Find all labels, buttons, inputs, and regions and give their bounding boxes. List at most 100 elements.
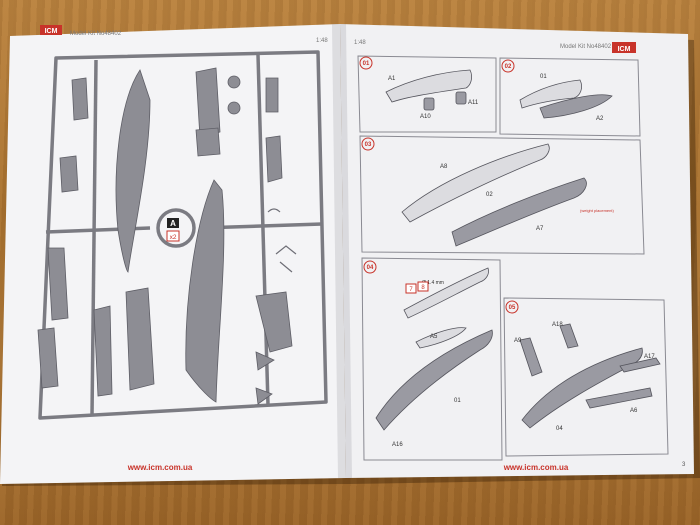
right-header: 1:48 Model Kit No48402 ICM xyxy=(354,40,636,53)
sprue-outer-frame xyxy=(38,50,328,420)
paint-code-box-7 xyxy=(405,283,417,294)
spine xyxy=(332,24,352,478)
left-header-scale: 1:48 xyxy=(316,38,328,44)
left-footer-url: www.icm.com.ua xyxy=(127,463,193,472)
left-logo: ICM xyxy=(45,28,58,35)
part-long-4 xyxy=(125,287,155,391)
step-01-label-a11: A11 xyxy=(468,100,479,106)
sprue-runner-2 xyxy=(256,54,270,406)
part-long-1 xyxy=(47,247,69,321)
step-05-part-a6 xyxy=(585,387,653,409)
step-05-number: 05 xyxy=(509,305,516,311)
sprue-letter: A xyxy=(170,219,176,228)
step-02-label-a2: A2 xyxy=(596,116,604,122)
paint-code-8: 8 xyxy=(421,285,425,291)
step-04-fuselage xyxy=(375,329,493,431)
step-04-circle xyxy=(363,260,377,274)
part-wing-tip xyxy=(255,291,293,353)
step-02-circle xyxy=(501,59,515,73)
left-logo-badge xyxy=(40,25,62,35)
step-03-lower-half xyxy=(451,177,587,247)
part-round-1 xyxy=(227,75,241,89)
part-triangle-2 xyxy=(255,387,273,405)
step-03-note: (weight placement) xyxy=(580,208,614,213)
step-numbers: 01 02 03 04 05 xyxy=(359,56,519,314)
right-header-scale: 1:48 xyxy=(354,40,366,46)
step-02-fuselage xyxy=(539,94,613,119)
right-logo: ICM xyxy=(618,46,631,53)
part-panel-2 xyxy=(195,127,221,157)
part-long-2 xyxy=(37,327,59,389)
sprue-count-box xyxy=(166,230,180,242)
step-01-circle xyxy=(359,56,373,70)
fuselage-half-upper xyxy=(115,69,151,273)
step-02-canopy xyxy=(519,79,582,109)
step-03-label-a8: A8 xyxy=(440,164,448,170)
step-03-upper-half xyxy=(401,143,550,223)
step-05-part-a9 xyxy=(519,337,543,377)
step-04-callout: Ø 1.4 mm xyxy=(422,280,444,286)
step-05-part-a18 xyxy=(559,323,579,349)
step-05-label-a17: A17 xyxy=(644,354,655,360)
step-05-label-a6: A6 xyxy=(630,408,638,414)
part-panel-1 xyxy=(195,67,221,139)
step-04-number: 04 xyxy=(367,265,374,271)
step-02-box xyxy=(499,57,641,137)
step-05-label-04: 04 xyxy=(556,426,563,432)
right-footer-url: www.icm.com.ua xyxy=(503,463,569,472)
step-05-circle xyxy=(505,300,519,314)
sprue-badge: A x2 xyxy=(166,218,180,242)
step-04-label-a16: A16 xyxy=(392,442,403,448)
part-round-2 xyxy=(227,101,241,115)
step-04-label-a5: A5 xyxy=(430,334,438,340)
part-long-3 xyxy=(93,305,113,397)
step-04-canopy xyxy=(415,327,467,349)
part-bracket xyxy=(275,245,297,273)
sprue-letter-box xyxy=(167,218,179,228)
paint-code-box-8 xyxy=(417,281,429,292)
step-03-box xyxy=(359,135,645,255)
paint-codes: 7 8 xyxy=(405,281,429,294)
step-03-number: 03 xyxy=(365,142,372,148)
part-small-1 xyxy=(71,77,89,121)
right-header-model: Model Kit No48402 xyxy=(560,44,612,50)
sprue-runner-1 xyxy=(90,59,98,417)
fuselage-half-lower xyxy=(185,179,225,403)
step-boxes xyxy=(357,55,669,461)
step-01-part-a10 xyxy=(423,97,435,111)
step-labels: A1 A10 A11 01 A2 A8 02 A7 (weight placem… xyxy=(388,74,655,448)
step-05-fuselage xyxy=(521,347,643,429)
right-page-number: 3 xyxy=(682,462,686,468)
step-03-label-a7: A7 xyxy=(536,226,544,232)
step-03-circle xyxy=(361,137,375,151)
step-01-canopy xyxy=(385,69,473,103)
step-05-part-a17 xyxy=(619,357,661,373)
sprue-center-ring xyxy=(156,208,196,248)
right-logo-badge xyxy=(612,42,636,53)
sprue-parts xyxy=(37,67,293,405)
step-01-part-a11 xyxy=(455,91,467,105)
part-triangle-1 xyxy=(255,351,275,371)
step-04-label-01: 01 xyxy=(454,398,461,404)
part-strip-2 xyxy=(265,77,279,113)
part-small-2 xyxy=(59,155,79,193)
step-04-detail xyxy=(403,267,489,319)
step-01-label-a10: A10 xyxy=(420,114,431,120)
sprue-small-shapes xyxy=(267,208,297,273)
step-05-label-a18: A18 xyxy=(552,322,563,328)
part-hook-1 xyxy=(267,208,281,213)
step-drawings xyxy=(375,69,661,431)
step-03-label-02: 02 xyxy=(486,192,493,198)
sprue-count: x2 xyxy=(170,234,177,241)
step-01-number: 01 xyxy=(363,61,370,67)
step-05-box xyxy=(503,297,669,457)
left-header: ICM Model Kit No48402 1:48 xyxy=(40,25,328,44)
left-header-model: Model Kit No48402 xyxy=(70,31,122,37)
paint-code-7: 7 xyxy=(409,287,413,293)
step-02-number: 02 xyxy=(505,64,512,70)
step-01-box xyxy=(357,55,497,133)
part-strip-1 xyxy=(265,135,283,183)
sprue-frame xyxy=(38,50,328,420)
step-05-label-a9: A9 xyxy=(514,338,522,344)
